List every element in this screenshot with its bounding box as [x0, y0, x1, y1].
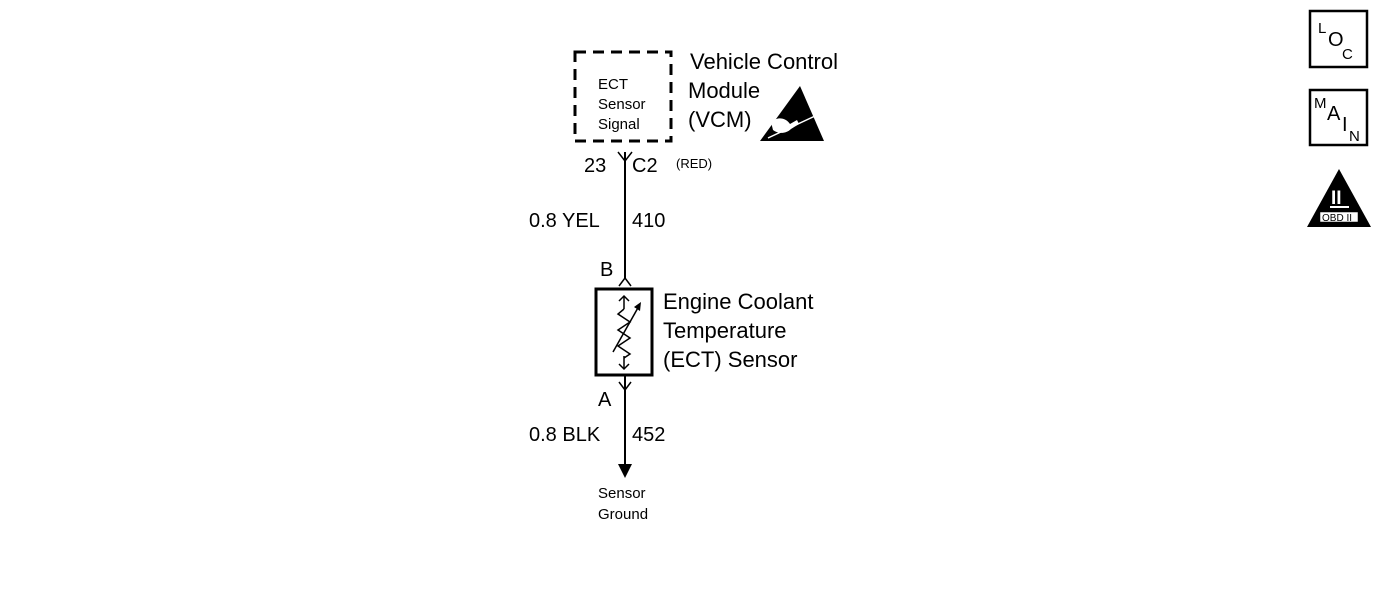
main-letter-m: M	[1314, 95, 1327, 112]
arrow-down-icon	[618, 464, 632, 478]
pin-number: 23	[584, 155, 606, 177]
vcm-terminal-box	[573, 50, 673, 143]
vcm-terminal-label-3: Signal	[598, 116, 640, 133]
sensor-name-line-1: Engine Coolant	[663, 289, 813, 314]
ground-label-line-2: Ground	[598, 506, 648, 523]
terminal-a-label: A	[598, 389, 612, 411]
vcm-terminal-label-2: Sensor	[598, 96, 646, 113]
main-button[interactable]: M A I N	[1308, 88, 1369, 147]
obd-numeral: II	[1331, 188, 1342, 209]
wire-410-color: 0.8 YEL	[529, 210, 600, 232]
connector-color: (RED)	[676, 156, 712, 171]
main-letter-n: N	[1349, 128, 1360, 145]
module-name-line-1: Vehicle Control	[690, 49, 838, 74]
sensor-name-line-2: Temperature	[663, 318, 787, 343]
loc-letter-o: O	[1328, 29, 1344, 51]
thermistor-icon	[612, 294, 641, 371]
wire-410-circuit: 410	[632, 210, 665, 232]
vcm-terminal-label-1: ECT	[598, 76, 628, 93]
main-letter-i: I	[1342, 114, 1348, 136]
loc-letter-l: L	[1318, 20, 1326, 37]
terminal-b-connector	[618, 276, 632, 287]
module-name-line-3: (VCM)	[688, 107, 752, 132]
terminal-b-label: B	[600, 259, 613, 281]
wire-452-circuit: 452	[632, 424, 665, 446]
obd-label: OBD II	[1322, 213, 1352, 224]
main-letter-a: A	[1327, 103, 1341, 125]
loc-button[interactable]: L O C	[1308, 9, 1369, 69]
connector-id: C2	[632, 155, 658, 177]
ground-label-line-1: Sensor	[598, 485, 646, 502]
sensor-name-line-3: (ECT) Sensor	[663, 347, 797, 372]
wire-452-color: 0.8 BLK	[529, 424, 601, 446]
module-name-line-2: Module	[688, 78, 760, 103]
esd-warning-icon	[760, 86, 824, 141]
loc-letter-c: C	[1342, 46, 1353, 63]
obd-ii-button[interactable]: II OBD II	[1307, 169, 1371, 227]
